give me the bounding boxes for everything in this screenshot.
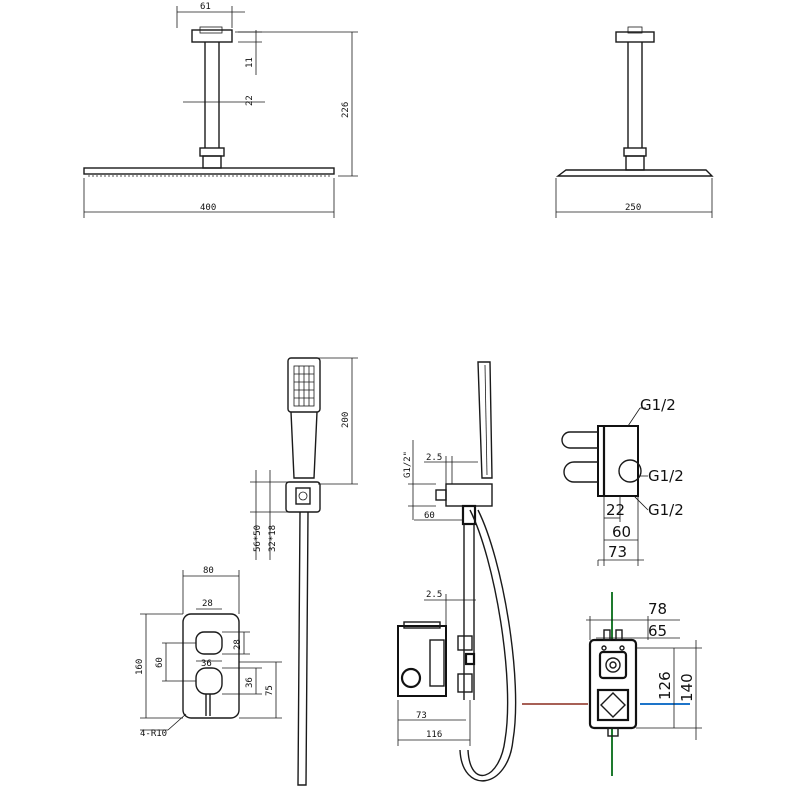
dim-11: 11 (245, 57, 255, 68)
dim-22-valve: 22 (606, 501, 625, 519)
dim-60-plate: 60 (155, 657, 165, 668)
dim-140: 140 (678, 673, 696, 702)
mixer-plate-front-view: 80 28 160 60 36 28 36 75 4-R10 (135, 566, 282, 739)
dim-65: 65 (648, 622, 667, 640)
dim-61: 61 (200, 2, 211, 12)
dim-116: 116 (426, 730, 442, 740)
dim-36-horizontal: 36 (201, 659, 212, 669)
dim-78: 78 (648, 600, 667, 618)
dim-2-5-lower: 2.5 (426, 590, 442, 600)
dim-22-arm: 22 (245, 95, 255, 106)
dim-56x50: 56*50 (253, 525, 263, 552)
dim-75: 75 (265, 685, 275, 696)
valve-side-detail: G1/2 G1/2 G1/2 22 60 73 (561, 396, 684, 566)
dim-400: 400 (200, 203, 216, 213)
label-g12-top: G1/2 (640, 396, 676, 414)
dim-36-vertical: 36 (245, 677, 255, 688)
dim-73-valve: 73 (608, 543, 627, 561)
label-g12-middle: G1/2 (648, 467, 684, 485)
rain-shower-side-view: 250 (555, 26, 714, 218)
dim-4-r10: 4-R10 (140, 729, 167, 739)
dim-60-outlet: 60 (424, 511, 435, 521)
dim-2-5-top: 2.5 (426, 453, 442, 463)
system-side-view: 2.5 G1/2" 60 2.5 73 116 (397, 361, 588, 782)
dim-80: 80 (203, 566, 214, 576)
dim-160: 160 (135, 659, 145, 675)
dim-32x18: 32*18 (268, 525, 278, 552)
dim-226: 226 (341, 102, 351, 118)
label-g12-bottom: G1/2 (648, 501, 684, 519)
dim-60-valve: 60 (612, 523, 631, 541)
dim-250: 250 (625, 203, 641, 213)
dim-126: 126 (656, 671, 674, 700)
dim-73-body: 73 (416, 711, 427, 721)
hand-shower-front-view: 200 56*50 32*18 (250, 357, 358, 786)
rain-shower-front-view: 61 11 22 226 400 (83, 2, 358, 218)
dim-200: 200 (341, 412, 351, 428)
valve-box-front-detail: 78 65 126 140 (586, 592, 702, 776)
dim-28-vertical: 28 (233, 639, 243, 650)
dim-28-top: 28 (202, 599, 213, 609)
dim-g12-thread: G1/2" (403, 451, 413, 478)
